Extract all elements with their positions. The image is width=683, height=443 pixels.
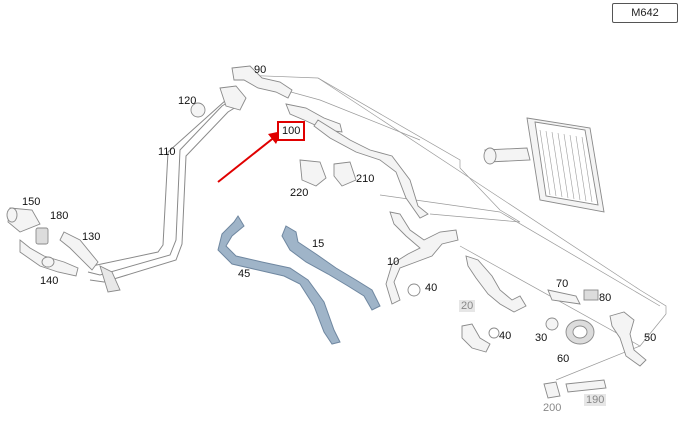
callout-180[interactable]: 180 — [50, 210, 69, 222]
callout-70[interactable]: 70 — [556, 278, 569, 290]
callout-90[interactable]: 90 — [254, 64, 267, 76]
callout-80[interactable]: 80 — [599, 292, 612, 304]
callout-60[interactable]: 60 — [557, 353, 570, 365]
callout-40-upper[interactable]: 40 — [425, 282, 438, 294]
callout-110[interactable]: 110 — [158, 146, 176, 158]
callout-200[interactable]: 200 — [543, 402, 562, 414]
callout-40-lower[interactable]: 40 — [499, 330, 512, 342]
callout-190[interactable]: 190 — [584, 394, 607, 406]
callout-30[interactable]: 30 — [535, 332, 548, 344]
callout-50[interactable]: 50 — [644, 332, 657, 344]
pointer-arrow — [217, 131, 282, 183]
callout-150[interactable]: 150 — [22, 196, 41, 208]
blue-hoses — [217, 215, 381, 345]
callout-45[interactable]: 45 — [238, 268, 251, 280]
top-hoses — [190, 65, 429, 219]
callout-220[interactable]: 220 — [290, 187, 309, 199]
callout-20[interactable]: 20 — [459, 300, 476, 312]
callout-100[interactable]: 100 — [277, 121, 306, 141]
left-parts-cluster — [6, 207, 121, 293]
callout-120[interactable]: 120 — [178, 95, 197, 107]
callout-15[interactable]: 15 — [312, 238, 325, 250]
heater-core — [483, 117, 605, 213]
right-hoses — [385, 211, 647, 399]
perspective-frame — [239, 74, 667, 381]
callout-210[interactable]: 210 — [356, 173, 375, 185]
callout-10[interactable]: 10 — [387, 256, 400, 268]
callout-130[interactable]: 130 — [82, 231, 101, 243]
model-code-badge: M642 — [612, 3, 678, 23]
callout-140[interactable]: 140 — [40, 275, 59, 287]
pipe-110 — [87, 97, 242, 283]
